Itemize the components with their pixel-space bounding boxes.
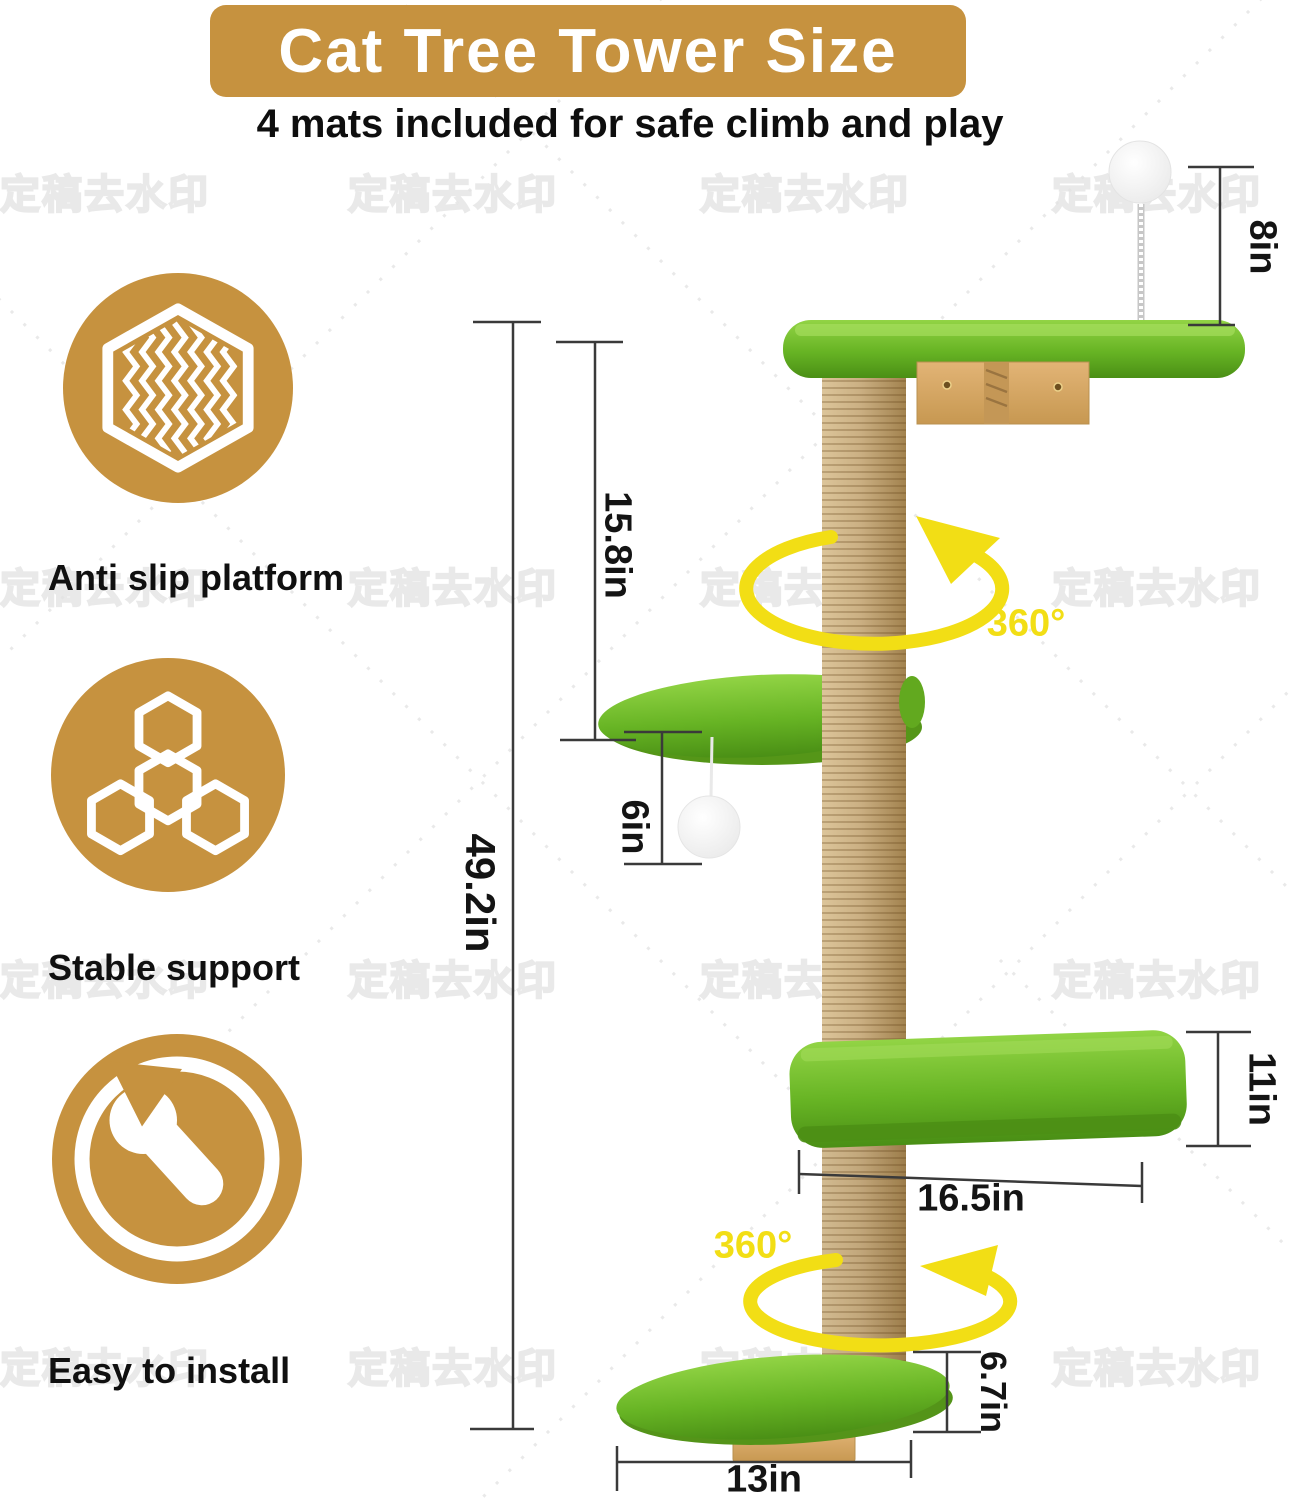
watermark-text: 定稿去水印: [347, 1346, 558, 1392]
honeycomb-glyph: [87, 691, 249, 856]
watermark-text: 定稿去水印: [1051, 958, 1262, 1004]
bottom-platform: [616, 1354, 953, 1445]
wall-mount-plate: [916, 361, 1090, 425]
dim-label-6in: 6in: [613, 799, 656, 855]
watermark-text: 定稿去水印: [1051, 566, 1262, 612]
watermark-text: 定稿去水印: [347, 172, 558, 218]
pom-pom-ball-top: [1108, 140, 1172, 204]
hanging-pom-pom: [677, 736, 741, 859]
watermark-text: 定稿去水印: [1051, 1346, 1262, 1392]
watermark-text: 定稿去水印: [0, 566, 210, 612]
wrench-glyph: [74, 1056, 280, 1262]
top-platform: [783, 320, 1245, 378]
large-platform: [789, 1030, 1187, 1148]
screw: [942, 380, 952, 390]
middle-platform-edge: [899, 676, 925, 728]
rotation-arrow-top: [739, 516, 1010, 651]
rotation-label-bottom: 360°: [713, 1224, 793, 1267]
dim-label-15-8in: 15.8in: [596, 491, 639, 599]
dim-label-16-5in: 16.5in: [917, 1177, 1025, 1220]
watermark-text: 定稿去水印: [0, 172, 210, 218]
title-banner: Cat Tree Tower Size: [210, 5, 966, 97]
dim-label-49-2in: 49.2in: [457, 833, 504, 953]
rotation-label-top: 360°: [986, 602, 1066, 645]
dimension-line-6-7in: [913, 1350, 981, 1434]
dim-label-8in: 8in: [1241, 219, 1284, 275]
dimension-line-49-2in: [470, 320, 541, 1431]
watermark-text: 定稿去水印: [0, 958, 210, 1004]
watermark-text: 定稿去水印: [347, 566, 558, 612]
anti-slip-hexagon-glyph: [102, 303, 254, 473]
watermark-text: 定稿去水印: [347, 958, 558, 1004]
dimension-line-15-8in: [556, 340, 636, 742]
feature-label-anti-slip: Anti slip platform: [48, 557, 344, 598]
feature-label-easy-install: Easy to install: [48, 1350, 291, 1391]
dim-label-6-7in: 6.7in: [973, 1350, 1014, 1434]
dimension-line-11in: [1186, 1030, 1251, 1148]
rope-wrapped-column: [984, 362, 1009, 424]
watermark-text: 定稿去水印: [0, 1346, 210, 1392]
feature-label-stable-support: Stable support: [48, 947, 301, 988]
anti-slip-hexagon-icon: [63, 273, 293, 503]
page-subtitle: 4 mats included for safe climb and play: [256, 102, 1004, 146]
watermark-text: 定稿去水印: [699, 172, 910, 218]
spring-toy: [1108, 140, 1172, 326]
screw: [1053, 382, 1063, 392]
dim-label-11in: 11in: [1240, 1052, 1283, 1126]
rotation-arrow-bottom: [743, 1245, 1018, 1353]
pom-pom-ball-middle: [677, 795, 741, 859]
dimension-line-8in: [1188, 165, 1254, 327]
dimension-line-6in: [624, 730, 702, 866]
wrench-icon: [52, 1034, 302, 1284]
dimension-line-13in: [615, 1440, 913, 1491]
honeycomb-icon: [51, 658, 285, 892]
dim-label-13in: 13in: [725, 1458, 803, 1500]
page-title: Cat Tree Tower Size: [278, 16, 898, 86]
scratching-post: [822, 334, 906, 1408]
dimension-line-16-5in: [797, 1150, 1144, 1203]
